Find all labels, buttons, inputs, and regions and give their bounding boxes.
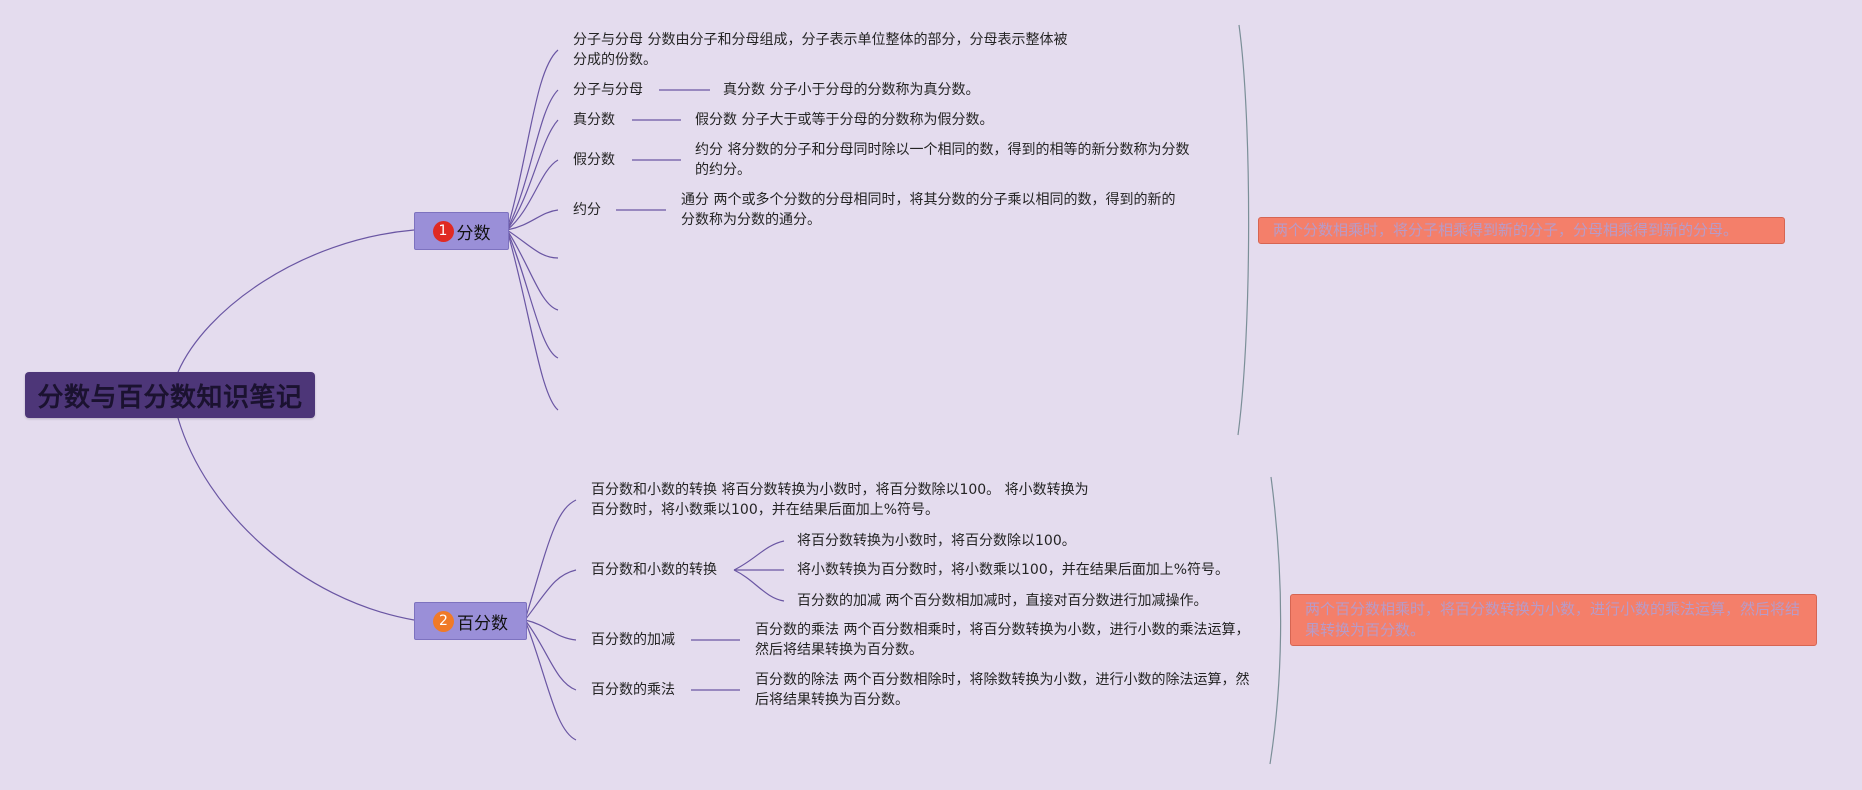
fraction-topic-reduction[interactable]: 约分	[573, 202, 601, 218]
percent-child-to-percent[interactable]: 将小数转换为百分数时，将小数乘以100，并在结果后面加上%符号。	[797, 562, 1230, 578]
fraction-topic-overview[interactable]: 分子与分母 分数由分子和分母组成，分子表示单位整体的部分，分母表示整体被分成的份…	[573, 32, 1068, 68]
root-topic-title: 分数与百分数知识笔记	[37, 382, 303, 413]
percent-summary-note-text: 两个百分数相乘时，将百分数转换为小数，进行小数的乘法运算，然后将结果转换为百分数…	[1305, 600, 1801, 639]
root-to-fraction-connector	[177, 229, 415, 373]
percent-branch-line	[524, 569, 577, 621]
fraction-branch-line	[506, 159, 559, 231]
fraction-detail-common-denominator[interactable]: 通分 两个或多个分数的分母相同时，将其分数的分子乘以相同的数，得到的新的分数称为…	[681, 192, 1176, 228]
fraction-branch-line	[506, 49, 559, 231]
percent-branch-line	[524, 619, 577, 641]
percent-branch-line	[524, 499, 577, 621]
fraction-topic-improper-fraction[interactable]: 假分数	[573, 152, 615, 168]
fraction-topic-proper-fraction[interactable]: 真分数	[573, 112, 615, 128]
percent-topic-overview[interactable]: 百分数和小数的转换 将百分数转换为小数时，将百分数除以100。 将小数转换为百分…	[591, 482, 1089, 518]
percent-summary-note[interactable]: 两个百分数相乘时，将百分数转换为小数，进行小数的乘法运算，然后将结果转换为百分数…	[1290, 594, 1817, 646]
fraction-summary-note-text: 两个分数相乘时，将分子相乘得到新的分子，分母相乘得到新的分母。	[1273, 221, 1739, 239]
root-to-percent-connector	[177, 417, 415, 621]
percent-topic-multiplication[interactable]: 百分数的乘法	[591, 682, 675, 698]
branch-label: 分数	[456, 223, 491, 244]
percent-summary-brace	[1269, 476, 1282, 765]
branch-number-badge: 2	[433, 610, 454, 632]
fraction-branch-line	[506, 229, 559, 259]
fraction-branch-line	[506, 89, 559, 231]
fraction-branch-line	[506, 209, 559, 231]
percent-branch-line	[524, 619, 577, 691]
percent-detail-division[interactable]: 百分数的除法 两个百分数相除时，将除数转换为小数，进行小数的除法运算，然后将结果…	[755, 672, 1250, 708]
fraction-detail-reduction[interactable]: 约分 将分数的分子和分母同时除以一个相同的数，得到的相等的新分数称为分数的约分。	[695, 142, 1190, 178]
fraction-detail-proper-fraction[interactable]: 真分数 分子小于分母的分数称为真分数。	[723, 82, 980, 98]
fraction-branch-line	[506, 229, 559, 311]
fraction-summary-note[interactable]: 两个分数相乘时，将分子相乘得到新的分子，分母相乘得到新的分母。	[1258, 217, 1785, 244]
percent-child-addition-subtraction[interactable]: 百分数的加减 两个百分数相加减时，直接对百分数进行加减操作。	[797, 593, 1208, 609]
root-topic[interactable]: 分数与百分数知识笔记	[25, 372, 315, 418]
percent-subbranch-line	[733, 569, 785, 602]
percent-branch-line	[524, 619, 577, 741]
branch-label: 百分数	[457, 613, 508, 634]
fraction-summary-brace	[1237, 24, 1250, 436]
percent-detail-multiplication[interactable]: 百分数的乘法 两个百分数相乘时，将百分数转换为小数，进行小数的乘法运算，然后将结…	[755, 622, 1250, 658]
percent-subbranch-line	[733, 540, 785, 571]
branch-percent[interactable]: 2 百分数	[414, 602, 527, 640]
percent-topic-addition-subtraction[interactable]: 百分数的加减	[591, 632, 675, 648]
branch-number-badge: 1	[432, 220, 454, 242]
percent-child-to-decimal[interactable]: 将百分数转换为小数时，将百分数除以100。	[797, 533, 1076, 549]
fraction-branch-line	[506, 119, 559, 231]
percent-topic-decimal-conversion[interactable]: 百分数和小数的转换	[591, 562, 717, 578]
fraction-detail-improper-fraction[interactable]: 假分数 分子大于或等于分母的分数称为假分数。	[695, 112, 994, 128]
fraction-topic-numerator-denominator[interactable]: 分子与分母	[573, 82, 643, 98]
fraction-branch-line	[506, 229, 559, 411]
fraction-branch-line	[506, 229, 559, 359]
branch-fraction[interactable]: 1 分数	[414, 212, 509, 250]
